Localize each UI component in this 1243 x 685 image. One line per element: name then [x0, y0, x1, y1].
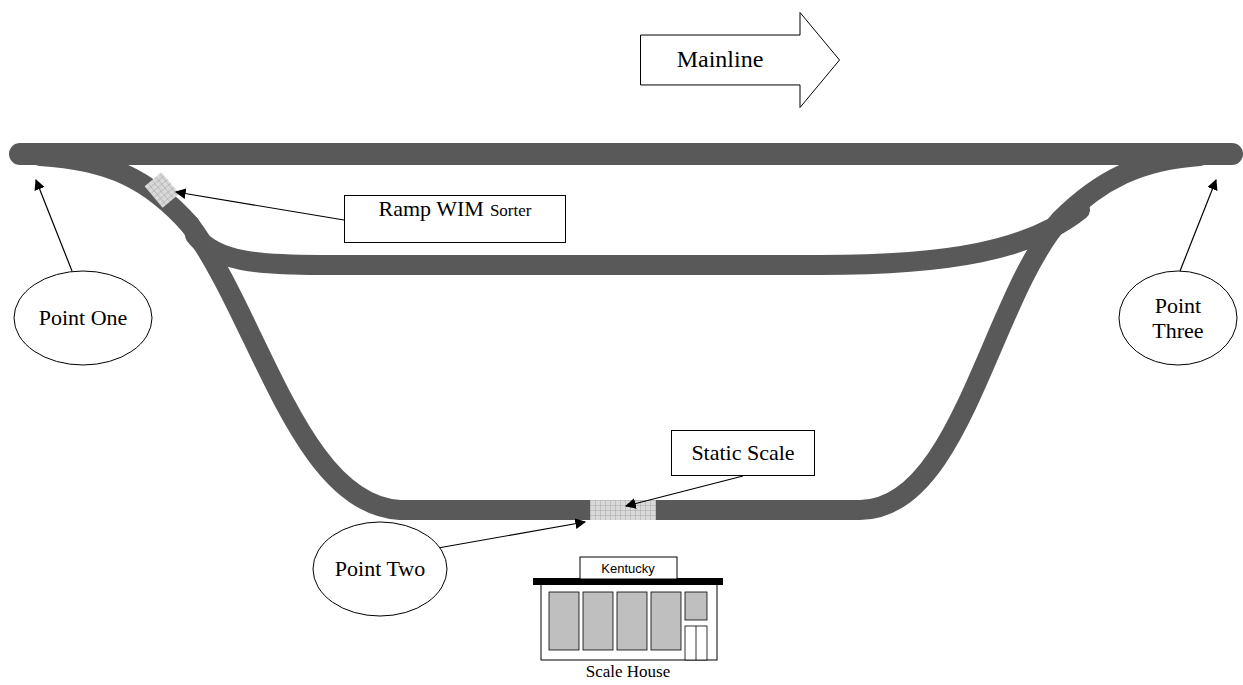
callout-box: Static Scale: [671, 430, 815, 476]
exit-ramp: [40, 156, 190, 225]
node-label: Ramp WIM: [379, 196, 484, 221]
leader-lines: [36, 180, 1216, 548]
shape-outline: [313, 522, 447, 616]
leader-line: [1180, 180, 1216, 271]
point-ellipse: Point Three: [1118, 270, 1238, 366]
node-label: Point Three: [1138, 293, 1218, 344]
leader-line: [176, 192, 344, 220]
node-label: Point One: [39, 305, 128, 330]
leader-line: [626, 476, 743, 506]
static-scale-pad: [590, 500, 656, 520]
bypass-lane: [195, 210, 1080, 265]
shape-outline: [641, 13, 840, 108]
leader-line: [438, 522, 585, 548]
shape-outline: [1119, 271, 1237, 365]
scale-house-icon: [533, 557, 723, 660]
wim-sensor: [145, 172, 180, 208]
roadway: [20, 154, 1232, 510]
node-label: Static Scale: [691, 440, 794, 465]
leader-line: [36, 180, 72, 271]
callout-box: Ramp WIM Sorter: [344, 195, 566, 243]
node-label: Point Two: [335, 556, 425, 581]
mainline-road: [20, 143, 1232, 165]
mainline-arrow: Mainline: [640, 12, 840, 108]
shape-outline: [14, 271, 152, 365]
sign-text: Kentucky: [601, 561, 654, 576]
node-label: Sorter: [490, 201, 532, 221]
node-label: Mainline: [677, 46, 764, 74]
scale-lane: [190, 156, 1200, 510]
building-label: Scale House: [586, 662, 671, 682]
point-ellipse: Point Two: [312, 521, 448, 617]
point-ellipse: Point One: [13, 270, 153, 366]
